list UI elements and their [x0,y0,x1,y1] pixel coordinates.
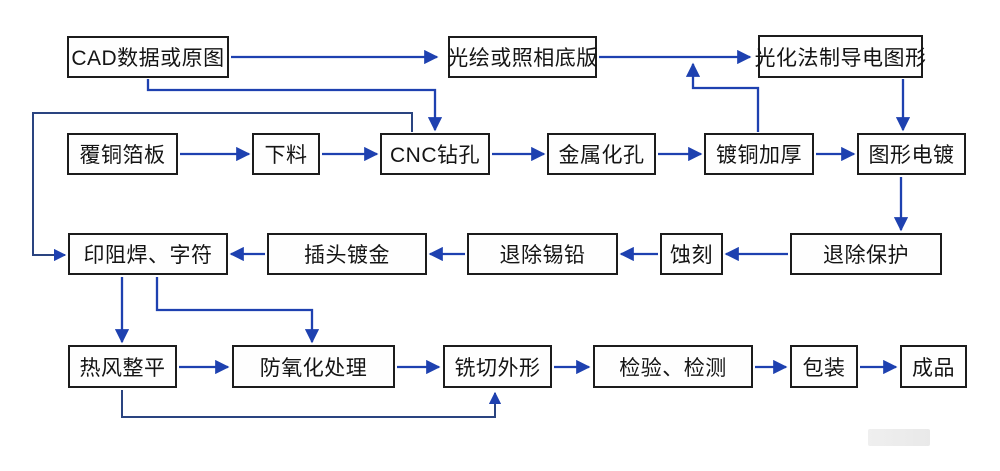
node-hot-air-leveling: 热风整平 [68,345,177,388]
arrow-cnc-to-soldermask-bypass [32,112,413,262]
node-finished-product: 成品 [900,345,967,388]
node-soldermask-legend: 印阻焊、字符 [68,233,228,275]
arrow-hasl-to-routing-bypass [121,390,502,418]
node-photoplot: 光绘或照相底版 [447,36,597,78]
node-blanking: 下料 [252,133,320,175]
node-panel-plating: 镀铜加厚 [704,133,814,175]
node-pattern-plating: 图形电镀 [857,133,966,175]
node-cad-data: CAD数据或原图 [67,36,229,78]
arrow-soldermask-to-antiox [155,277,320,344]
arrow-cad-to-cnc [146,79,443,132]
node-etching: 蚀刻 [660,233,723,275]
node-routing-outline: 铣切外形 [443,345,552,388]
node-anti-oxidation: 防氧化处理 [232,345,395,388]
arrow-panelplating-to-photochem-junction [685,62,760,132]
node-photochemical-pattern: 光化法制导电图形 [755,35,926,78]
node-plated-through-holes: 金属化孔 [547,133,656,175]
node-packing: 包装 [790,345,858,388]
node-strip-resist: 退除保护 [790,233,942,275]
watermark-remnant [868,429,930,446]
node-copper-clad-laminate: 覆铜箔板 [67,133,178,175]
node-connector-gold-plating: 插头镀金 [267,233,427,275]
node-strip-tin-lead: 退除锡铅 [467,233,618,275]
node-inspection-testing: 检验、检测 [593,345,753,388]
node-cnc-drilling: CNC钻孔 [380,133,490,175]
